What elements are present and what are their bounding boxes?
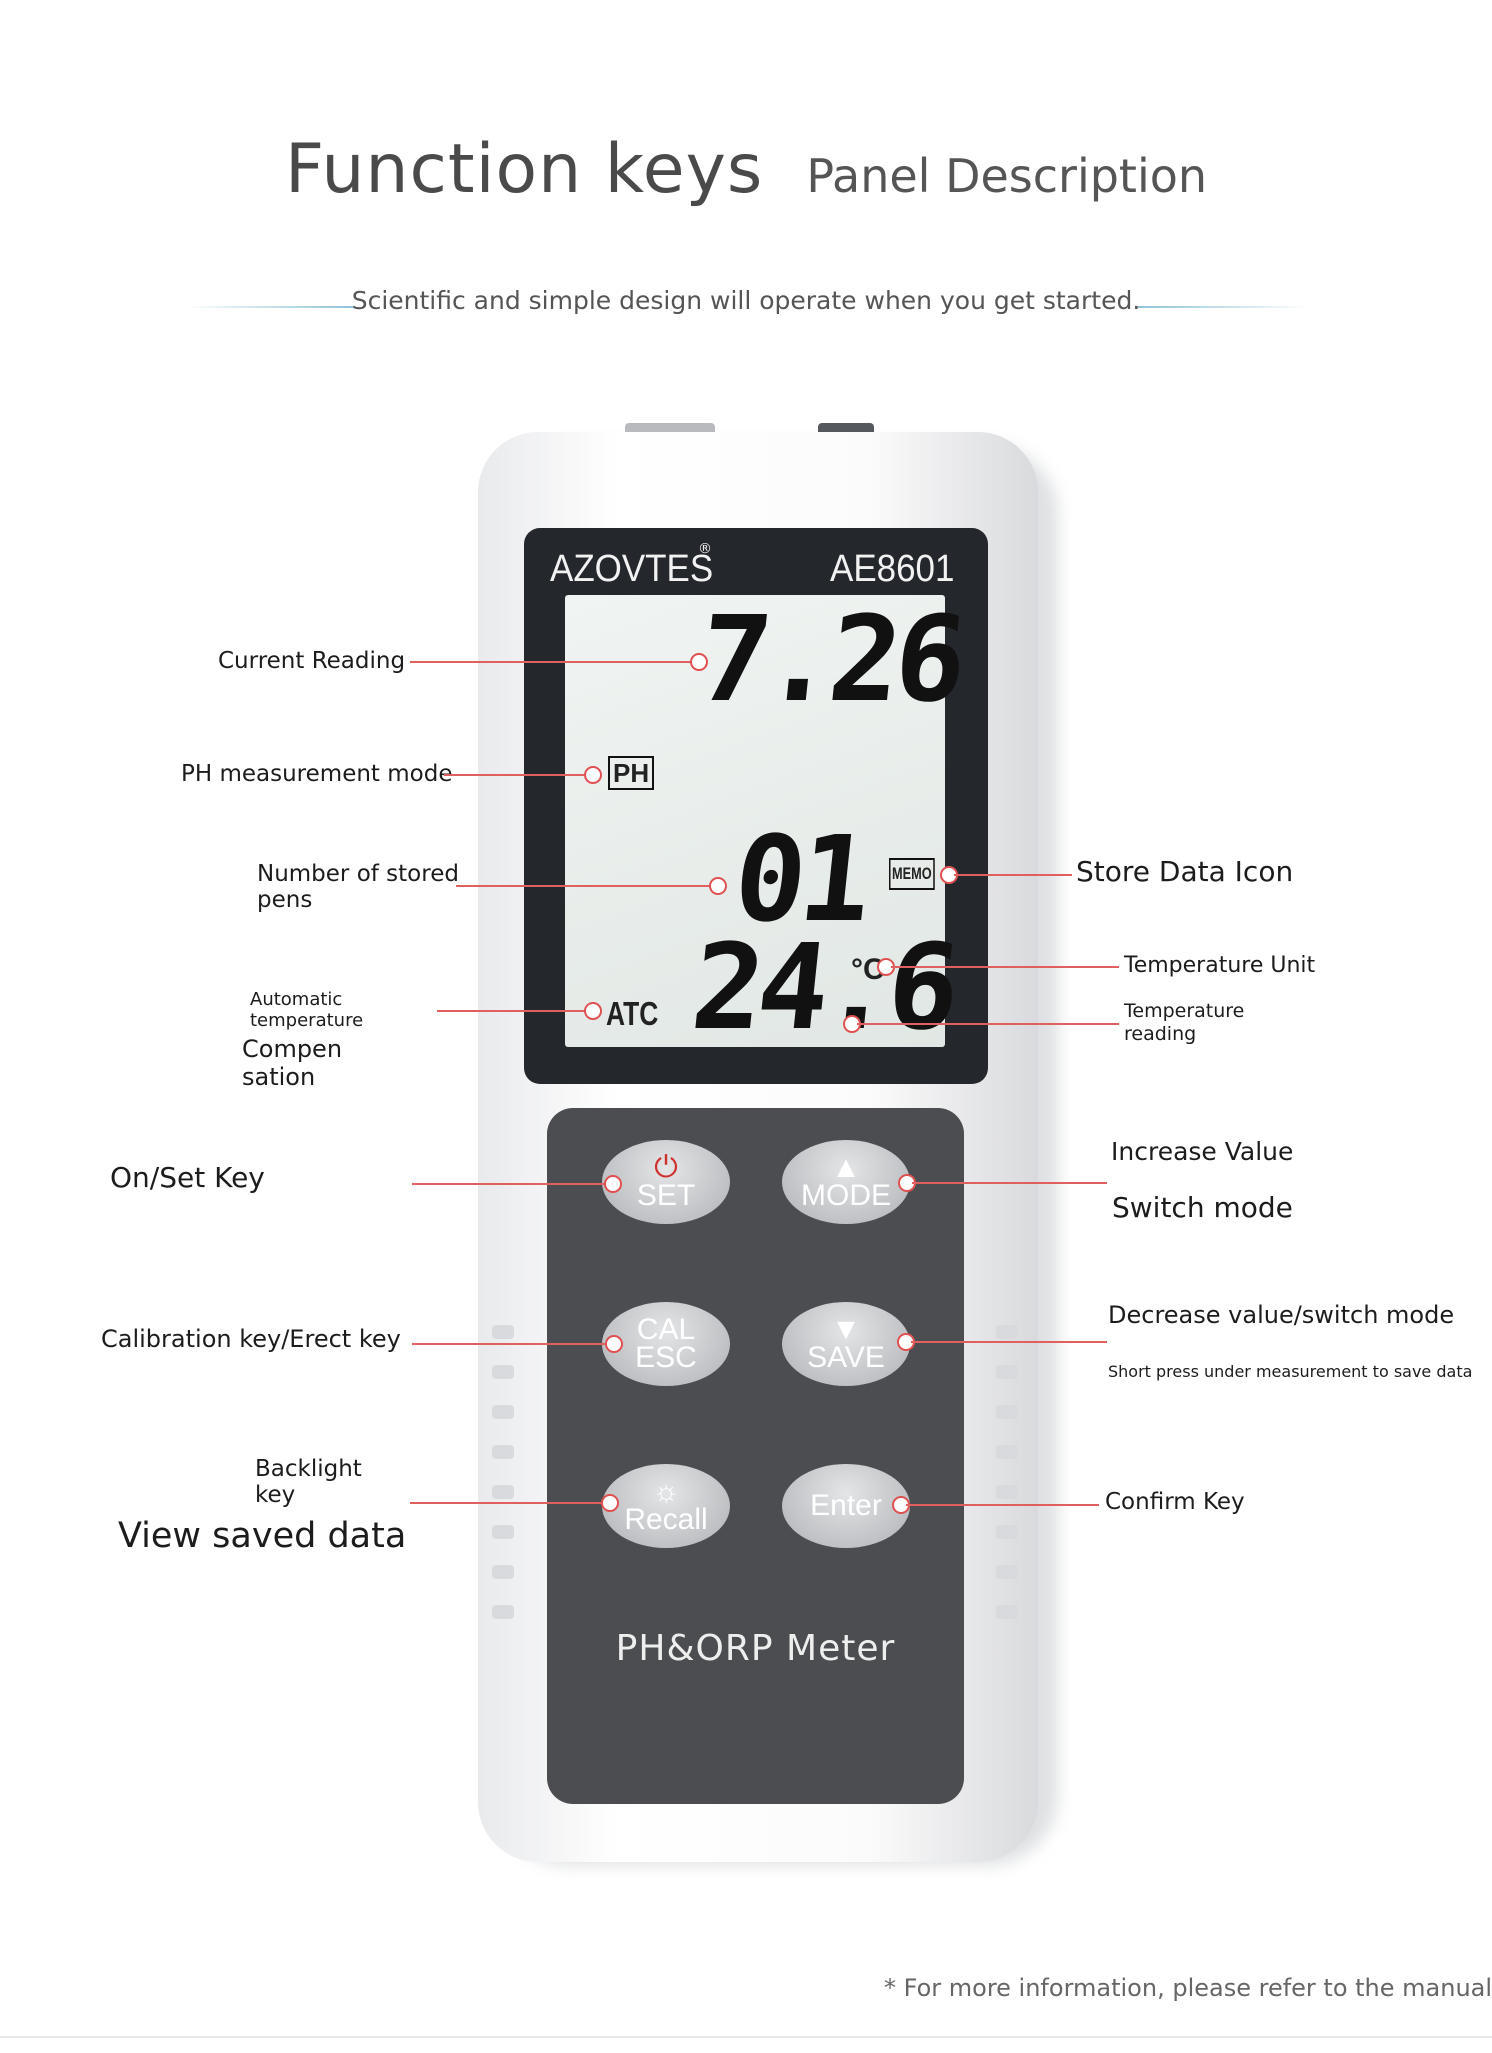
- set-button[interactable]: ⏻ SET: [602, 1140, 730, 1224]
- cal-label: CAL: [636, 1313, 696, 1346]
- lcd-ph-mode-icon: PH: [608, 756, 655, 790]
- grip-ridge: [492, 1365, 514, 1379]
- label-temp-reading-1: Temperature: [1124, 1000, 1245, 1022]
- page-heading: Function keys Panel Description: [0, 130, 1492, 209]
- grip-ridge: [492, 1525, 514, 1539]
- recall-button[interactable]: ☼ Recall: [602, 1464, 730, 1548]
- label-atc-4: sation: [242, 1063, 316, 1091]
- grip-ridge: [996, 1365, 1018, 1379]
- label-atc-3: Compen: [242, 1035, 343, 1063]
- leader-atc: [437, 1010, 587, 1012]
- label-store-icon: Store Data Icon: [1076, 855, 1294, 888]
- enter-label: Enter: [810, 1489, 882, 1522]
- grip-ridge: [492, 1325, 514, 1339]
- leader-ph-mode: [444, 774, 594, 776]
- label-temp-reading-2: reading: [1124, 1023, 1197, 1045]
- cal-esc-button[interactable]: CAL ESC: [602, 1302, 730, 1386]
- grip-ridge: [996, 1565, 1018, 1579]
- esc-label: ESC: [635, 1341, 697, 1374]
- mode-label: MODE: [801, 1179, 891, 1212]
- label-atc-2: temperature: [250, 1010, 364, 1031]
- heading-main: Function keys: [284, 130, 764, 209]
- tagline: Scientific and simple design will operat…: [351, 286, 1141, 315]
- leader-save-key: [911, 1341, 1107, 1343]
- up-arrow-icon: ▲: [831, 1151, 861, 1184]
- label-on-set: On/Set Key: [110, 1161, 265, 1194]
- grip-ridge: [996, 1325, 1018, 1339]
- heading-sub: Panel Description: [806, 149, 1208, 203]
- set-label: SET: [636, 1179, 696, 1212]
- grip-ridge: [996, 1525, 1018, 1539]
- label-stored-pens-1: Number of stored: [257, 861, 459, 887]
- tagline-rule-left: [185, 306, 355, 308]
- marker-backlight: [601, 1494, 619, 1512]
- marker-current-reading: [690, 653, 708, 671]
- mode-button[interactable]: ▲ MODE: [782, 1140, 910, 1224]
- label-confirm: Confirm Key: [1105, 1489, 1245, 1515]
- label-increase: Increase Value: [1111, 1137, 1294, 1166]
- grip-ridge: [492, 1445, 514, 1459]
- device-name: PH&ORP Meter: [615, 1628, 896, 1669]
- label-switch-mode: Switch mode: [1112, 1191, 1293, 1224]
- leader-temp-unit: [891, 966, 1119, 968]
- keypad: [547, 1108, 964, 1804]
- marker-stored-pens: [709, 877, 727, 895]
- down-arrow-icon: ▼: [831, 1313, 861, 1346]
- marker-ph-mode: [584, 766, 602, 784]
- grip-ridge: [492, 1485, 514, 1499]
- label-ph-mode: PH measurement mode: [181, 761, 453, 787]
- label-backlight-1: Backlight: [255, 1456, 362, 1482]
- label-short-press: Short press under measurement to save da…: [1108, 1362, 1473, 1381]
- lcd-current-reading: 7.26: [692, 590, 968, 728]
- footer-rule: [0, 2036, 1492, 2038]
- recall-label: Recall: [624, 1503, 708, 1536]
- leader-stored-pens: [456, 885, 711, 887]
- footnote: * For more information, please refer to …: [884, 1974, 1492, 2002]
- trademark-mark: ®: [698, 541, 712, 557]
- grip-ridge: [492, 1565, 514, 1579]
- lcd-memo-icon: MEMO: [889, 858, 935, 890]
- label-temp-unit: Temperature Unit: [1124, 953, 1316, 978]
- marker-calibration: [605, 1335, 623, 1353]
- grip-ridge: [996, 1405, 1018, 1419]
- brand-logo: AZOVTES: [550, 548, 714, 590]
- leader-calibration: [412, 1343, 607, 1345]
- label-atc-1: Automatic: [250, 989, 343, 1010]
- grip-ridge: [996, 1605, 1018, 1619]
- grip-ridge: [492, 1605, 514, 1619]
- leader-mode-key: [912, 1182, 1107, 1184]
- tagline-rule-right: [1138, 306, 1308, 308]
- leader-enter-key: [906, 1504, 1099, 1506]
- leader-current-reading: [410, 661, 700, 663]
- grip-ridge: [996, 1485, 1018, 1499]
- lcd-temperature: 24.6: [685, 918, 961, 1056]
- leader-on-set: [412, 1183, 607, 1185]
- enter-button[interactable]: Enter: [782, 1464, 910, 1548]
- model-number: AE8601: [830, 548, 955, 590]
- lcd-atc-icon: ATC: [606, 995, 659, 1032]
- label-backlight-2: key: [255, 1482, 296, 1508]
- label-current-reading: Current Reading: [218, 648, 406, 674]
- marker-atc: [584, 1002, 602, 1020]
- leader-temp-reading: [857, 1023, 1119, 1025]
- save-label: SAVE: [807, 1341, 885, 1374]
- label-decrease: Decrease value/switch mode: [1108, 1301, 1455, 1329]
- label-view-saved: View saved data: [118, 1516, 407, 1556]
- leader-store-icon: [954, 874, 1072, 876]
- marker-on-set: [604, 1175, 622, 1193]
- power-icon: ⏻: [654, 1151, 678, 1184]
- leader-backlight: [410, 1502, 606, 1504]
- save-button[interactable]: ▼ SAVE: [782, 1302, 910, 1386]
- label-stored-pens-2: pens: [257, 887, 313, 913]
- label-calibration: Calibration key/Erect key: [101, 1325, 401, 1353]
- backlight-icon: ☼: [652, 1475, 680, 1508]
- grip-ridge: [492, 1405, 514, 1419]
- grip-ridge: [996, 1445, 1018, 1459]
